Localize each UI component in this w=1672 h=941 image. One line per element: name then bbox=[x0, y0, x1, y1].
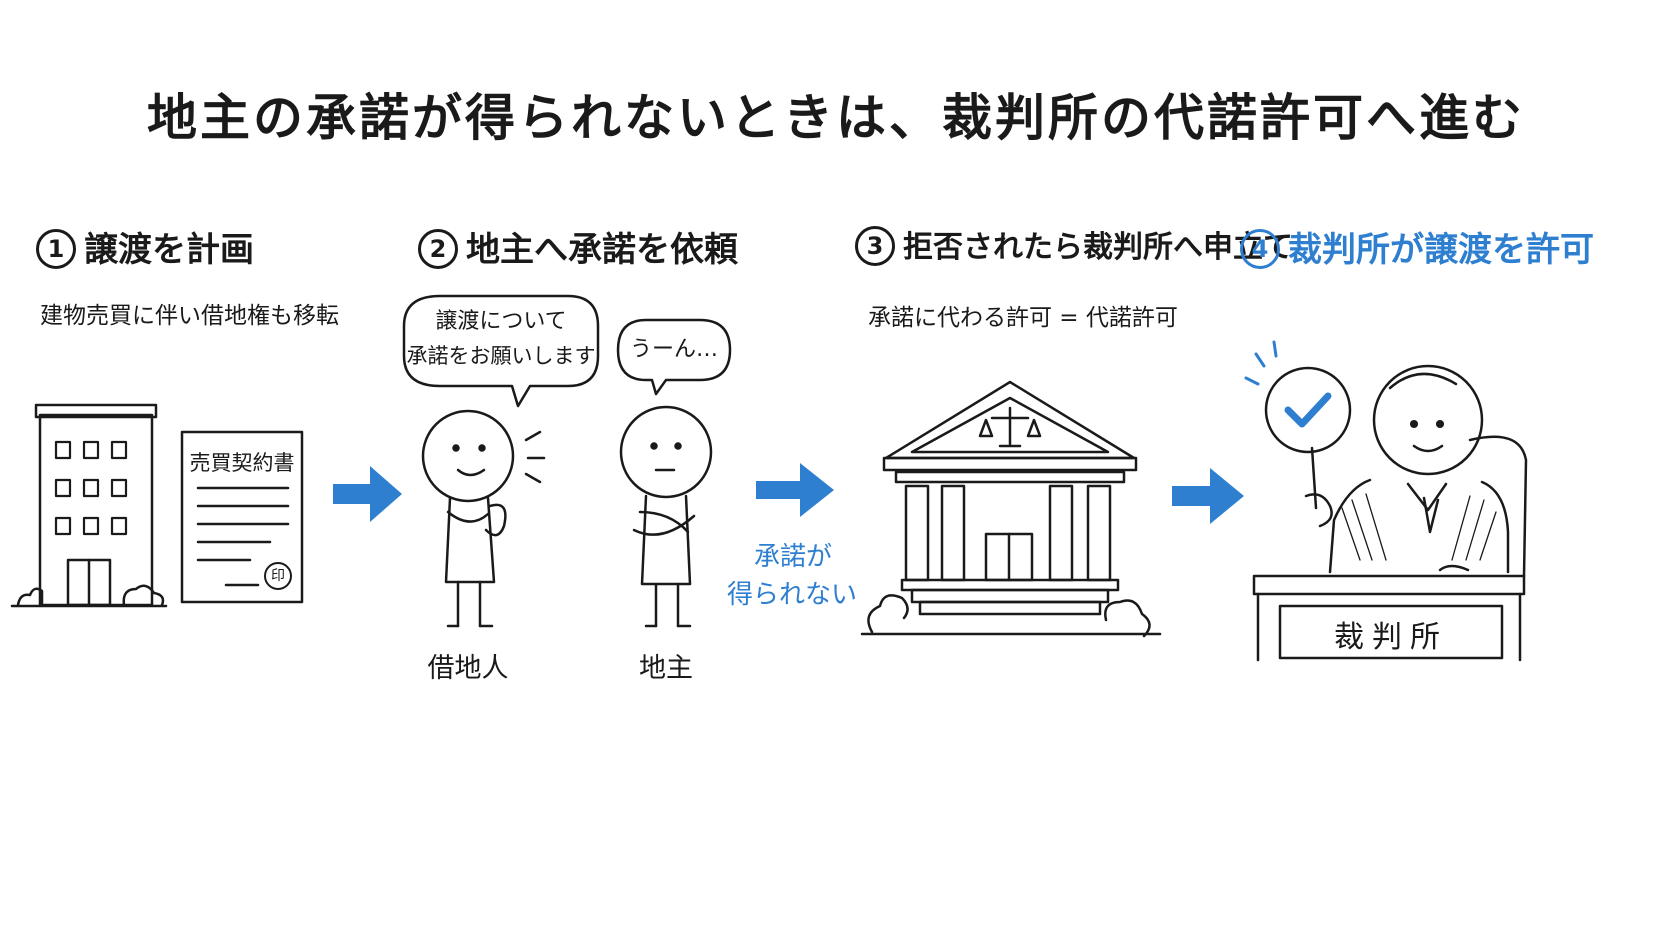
court-sign-text: 裁判所 bbox=[1334, 620, 1448, 655]
tenant-label: 借地人 bbox=[427, 653, 509, 684]
step-1-number: 1 bbox=[36, 228, 76, 269]
page-title: 地主の承諾が得られないときは、裁判所の代諾許可へ進む bbox=[147, 89, 1525, 147]
arrow-note-line-2: 得られない bbox=[726, 580, 857, 610]
approval-check-sign-icon bbox=[1244, 340, 1352, 528]
tenant-speech-line-2: 承諾をお願いします bbox=[406, 344, 596, 368]
judge-figure-icon bbox=[1328, 364, 1528, 578]
contract-title: 売買契約書 bbox=[189, 451, 295, 475]
court-nameplate bbox=[1278, 604, 1504, 660]
courthouse-icon bbox=[860, 380, 1162, 638]
arrow-right-icon bbox=[1172, 468, 1244, 524]
landlord-label: 地主 bbox=[639, 653, 693, 684]
contract-document-icon bbox=[180, 430, 304, 604]
step-2-number: 2 bbox=[418, 228, 458, 269]
step-4-title-text: 裁判所が譲渡を許可 bbox=[1288, 230, 1594, 270]
landlord-figure-icon bbox=[619, 405, 713, 628]
arrow-note-line-1: 承諾が bbox=[753, 542, 832, 572]
step-2-title-text: 地主へ承諾を依頼 bbox=[466, 230, 738, 270]
judge-desk-icon bbox=[1252, 574, 1526, 662]
contract-seal: 印 bbox=[271, 568, 285, 584]
step-3-title-text: 拒否されたら裁判所へ申立て bbox=[903, 230, 1293, 265]
arrow-right-icon bbox=[756, 463, 834, 517]
tenant-speech-line-1: 譲渡について bbox=[435, 309, 567, 334]
arrow-right-icon bbox=[333, 466, 402, 522]
step-3-subtitle: 承諾に代わる許可 = 代諾許可 bbox=[868, 305, 1178, 331]
step-1-title-text: 譲渡を計画 bbox=[84, 230, 254, 270]
tenant-figure-icon bbox=[421, 409, 546, 628]
step-3-number: 3 bbox=[855, 225, 895, 266]
landlord-speech-text: うーん… bbox=[629, 337, 718, 362]
landlord-speech-bubble bbox=[616, 318, 732, 396]
step-4-number: 4 bbox=[1240, 228, 1280, 269]
step-1-subtitle: 建物売買に伴い借地権も移転 bbox=[40, 303, 339, 329]
building-icon bbox=[10, 403, 168, 608]
tenant-speech-bubble bbox=[402, 294, 600, 408]
